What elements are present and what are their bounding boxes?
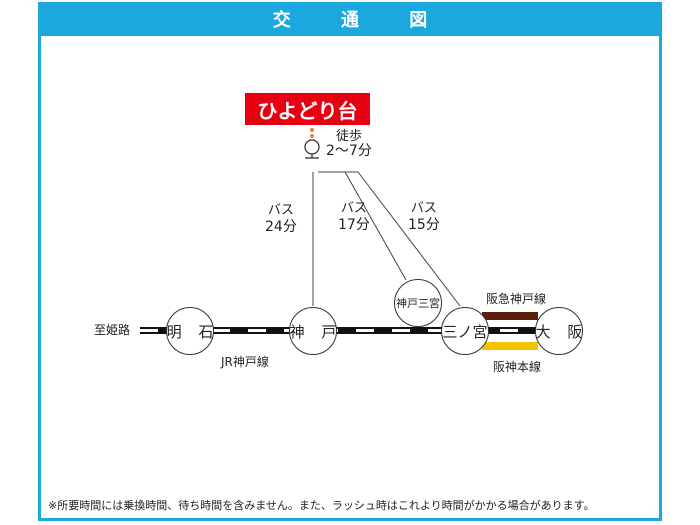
map-frame [38,2,662,521]
to-himeji-label: 至姫路 [94,323,131,337]
bus-route-sannomiya [357,171,461,307]
bus-time: 24分 [265,219,297,236]
hanshin-line-label: 阪神本線 [493,360,542,374]
bus-time: 15分 [408,217,440,234]
walk-dot [310,128,314,132]
footnote: ※所要時間には乗換時間、待ち時間を含みません。また、ラッシュ時はこれより時間がか… [48,499,595,512]
station-osaka: 大 阪 [535,307,583,355]
hankyu-line-label: 阪急神戸線 [486,292,547,306]
station-sannomiya: 三ノ宮 [441,307,489,355]
bus-mode: バス [267,203,294,218]
bus-time: 17分 [338,217,370,234]
station-akashi: 明 石 [166,307,214,355]
bus-stop-icon [304,139,320,155]
hankyu-line [482,312,538,320]
page-title: 交 通 図 [38,2,662,36]
hanshin-line [482,342,538,350]
bus-route-kobe-sannomiya [344,171,407,281]
bus-mode: バス [340,201,367,216]
bus-mode: バス [410,201,437,216]
station-kobe: 神 戸 [289,307,337,355]
jr-line-base [140,327,540,334]
bus-label-kobe-sannomiya: バス 17分 [338,201,370,235]
walk-label: 徒歩 [336,129,362,145]
walk-mode: 徒歩 [336,129,363,144]
station-kobe-sannomiya: 神戸三宮 [394,279,442,327]
walk-dot [310,134,314,138]
bus-label-kobe: バス 24分 [265,203,297,237]
bus-label-sannomiya: バス 15分 [408,201,440,235]
jr-kobe-line-label: JR神戸線 [221,355,269,369]
destination-label: ひよどり台 [245,93,370,125]
walk-time: 2〜7分 [326,143,372,159]
